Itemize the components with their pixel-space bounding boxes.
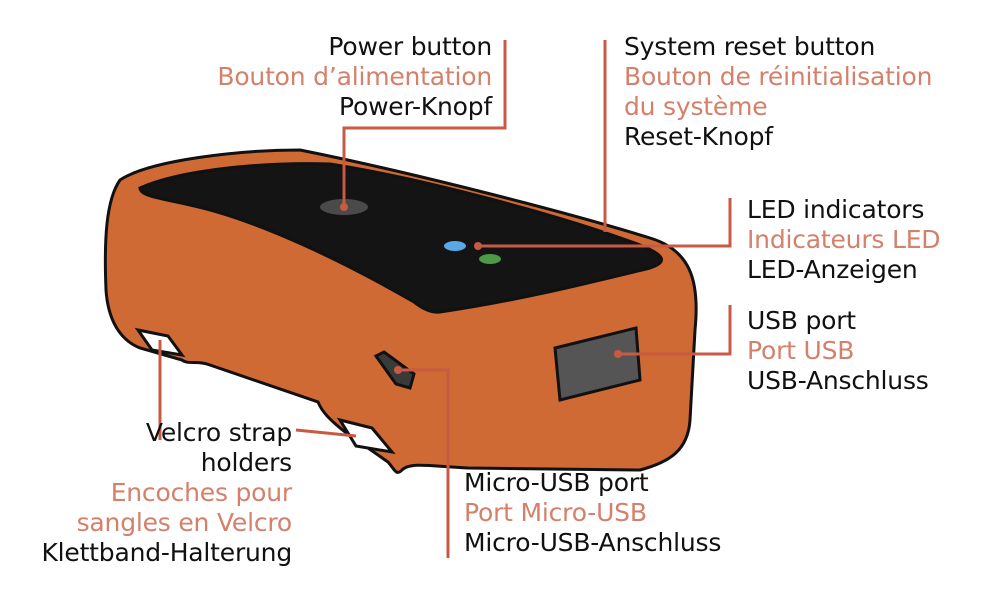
velcro-en-line1: Velcro strap (145, 418, 292, 447)
leader-led (478, 198, 732, 248)
leader-microusb (398, 368, 450, 558)
microusb-de: Micro-USB-Anschluss (464, 528, 722, 557)
led-de: LED-Anzeigen (747, 255, 918, 284)
micro-usb-port-label: Micro-USB port Port Micro-USB Micro-USB-… (464, 468, 721, 558)
velcro-holder-front-shape (336, 417, 396, 455)
dot-led (474, 242, 482, 250)
casing-lower-edge (209, 364, 641, 474)
reset-fr-line1: Bouton de réinitialisation (624, 62, 933, 91)
velcro-fr-line2: sangles en Velcro (76, 508, 293, 537)
led-blue-shape (444, 241, 466, 251)
leader-usb (618, 305, 732, 356)
velcro-fr-line1: Encoches pour (110, 478, 293, 507)
usb-de: USB-Anschluss (747, 366, 929, 395)
reset-en: System reset button (624, 32, 876, 61)
leader-dots (340, 203, 622, 374)
reset-fr-line2: du système (624, 92, 768, 121)
reset-button-label: System reset button Bouton de réinitiali… (624, 32, 932, 152)
led-fr: Indicateurs LED (747, 225, 941, 254)
velcro-holders-label: Velcro strap holders Encoches pour sangl… (41, 418, 292, 568)
velcro-en-line2: holders (200, 448, 292, 477)
microusb-en: Micro-USB port (464, 468, 649, 497)
microusb-fr: Port Micro-USB (464, 498, 647, 527)
power-fr: Bouton d’alimentation (217, 62, 492, 91)
power-en: Power button (328, 32, 492, 61)
velcro-de: Klettband-Halterung (41, 538, 292, 567)
power-de: Power-Knopf (338, 92, 492, 121)
led-en: LED indicators (747, 195, 925, 224)
leader-velcro-front (295, 428, 357, 438)
led-green-shape (479, 254, 501, 264)
device-top-face (138, 162, 663, 314)
usb-port-shape (553, 326, 642, 402)
dot-usb (614, 350, 622, 358)
usb-fr: Port USB (747, 336, 855, 365)
usb-en: USB port (747, 306, 856, 335)
reset-de: Reset-Knopf (624, 122, 773, 151)
dot-power (340, 203, 348, 211)
led-indicators-label: LED indicators Indicateurs LED LED-Anzei… (747, 195, 941, 285)
leader-power (342, 40, 507, 207)
power-button-label: Power button Bouton d’alimentation Power… (217, 32, 492, 122)
leader-lines (158, 40, 732, 558)
usb-port-label: USB port Port USB USB-Anschluss (747, 306, 929, 396)
dot-microusb (394, 366, 402, 374)
